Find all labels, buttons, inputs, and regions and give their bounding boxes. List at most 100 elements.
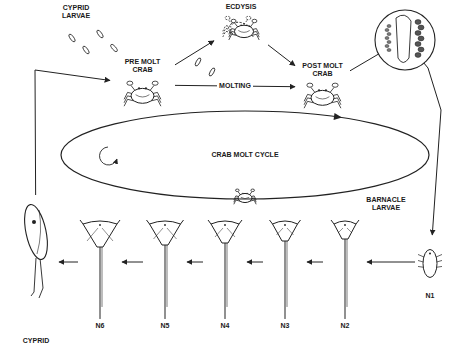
larva-stage-node: N2: [323, 215, 367, 330]
nauplius-tail: [100, 247, 101, 319]
inset-egg-mass: [387, 40, 391, 43]
cyprid-larva-symbol: [110, 43, 119, 52]
crab-figure: [234, 189, 256, 204]
larva-stage-node: N6: [78, 215, 122, 330]
nauplius-horn: [356, 220, 359, 224]
cycle-ellipse: [61, 111, 429, 199]
node-label: N2: [341, 322, 350, 330]
nauplius-horn: [147, 220, 150, 224]
nauplius-figure: [270, 220, 301, 319]
flow-arrow: [122, 262, 143, 263]
nauplius-figure: [147, 220, 184, 319]
crab-eye: [246, 193, 247, 194]
cyprid-shell: [20, 203, 51, 262]
crab-carapace: [131, 88, 154, 103]
node-outline: [415, 235, 445, 300]
cyprid-larva-symbol: [194, 57, 202, 67]
inset-egg-mass: [387, 24, 391, 27]
carapace-line: [136, 95, 150, 97]
nauplius-limb: [87, 228, 98, 241]
larva-stage-node: N3: [263, 215, 307, 330]
node-outline: [13, 195, 59, 345]
nauplius-eye: [224, 224, 226, 226]
nauplius-figure: [331, 220, 359, 319]
nauplius-horn: [181, 220, 184, 224]
node-outline: [323, 215, 367, 330]
nauplius-eye: [284, 224, 286, 226]
molted-shell: [223, 16, 253, 37]
nauplius-shield: [334, 221, 356, 239]
inset-egg-mass: [418, 47, 424, 52]
flow-arrow: [187, 262, 203, 263]
nauplius-tail: [165, 245, 166, 319]
nauplius-eye: [99, 224, 101, 226]
flow-arrow: [35, 70, 110, 195]
node-label: POST MOLT CRAB: [302, 62, 344, 78]
nauplius-shield: [273, 221, 298, 241]
nauplius-figure: [80, 220, 120, 319]
larva-stage-node: N1: [415, 235, 445, 300]
crab-figure-node: PRE MOLT CRAB: [110, 58, 175, 112]
nauplius-limb: [102, 228, 113, 241]
cyprid-node: CYPRID: [13, 195, 59, 345]
flow-arrow: [59, 262, 78, 263]
nauplius-spine: [287, 239, 288, 307]
crab-carapace: [238, 193, 252, 202]
nauplius-tail: [285, 241, 286, 319]
crab-figure-node: POST MOLT CRAB: [295, 62, 350, 112]
node-label: N4: [221, 322, 230, 330]
inset-egg-mass: [415, 53, 421, 58]
nauplius-spine: [347, 237, 348, 307]
nauplius-horn: [239, 220, 242, 224]
nauplius-tail: [225, 243, 226, 319]
cyprid-hinge: [37, 210, 41, 254]
crab-claw: [235, 189, 239, 192]
cyprid-antennule: [31, 258, 36, 296]
nauplius-limb: [287, 228, 294, 235]
flow-arrow: [268, 45, 295, 66]
cyprid-eye: [32, 220, 36, 224]
node-label: N6: [96, 322, 105, 330]
edge-label: MOLTING: [217, 82, 253, 90]
flow-arrow: [367, 262, 415, 263]
crab-carapace: [311, 90, 334, 105]
node-label: N5: [161, 322, 170, 330]
inset-egg-mass: [387, 48, 391, 51]
node-label: CRAB MOLT CYCLE: [211, 151, 278, 159]
larva-stage-node: N5: [143, 215, 187, 330]
crab-claw: [231, 19, 236, 22]
nauplius-figure: [208, 220, 242, 319]
nauplius-tail: [345, 239, 346, 319]
cyprid-larva-symbol: [96, 29, 104, 38]
inset-egg-mass: [418, 36, 424, 41]
node-outline: [78, 215, 122, 330]
crab-figure: [229, 19, 259, 40]
crab-eye: [138, 87, 140, 89]
crab-claw: [246, 16, 251, 19]
nauplius-limb: [167, 228, 177, 239]
inset-egg-mass: [385, 28, 389, 31]
edge-label: BARNACLE LARVAE: [355, 196, 417, 212]
crab-claw: [307, 83, 313, 87]
flow-arrow: [307, 262, 323, 263]
nauplius-shield: [211, 221, 239, 243]
nauplius-horn: [208, 220, 211, 224]
inset-egg-mass: [385, 36, 389, 39]
inset-barnacle-body: [396, 15, 411, 62]
nauplius-limb: [338, 228, 343, 233]
inset-egg-mass: [415, 31, 421, 36]
nauplius-eye: [344, 224, 346, 226]
crab-claw: [225, 16, 230, 19]
cyprid-larva-symbol: [82, 45, 90, 54]
nauplius-horn: [117, 220, 120, 224]
nauplius-horn: [331, 220, 334, 224]
nauplius-horn: [298, 220, 301, 224]
crab-eye: [242, 193, 243, 194]
crab-claw: [251, 189, 255, 192]
node-label: N1: [426, 292, 435, 300]
cycle-direction-arrow: [334, 113, 342, 120]
crab-carapace: [235, 25, 254, 37]
nauplius-horn: [270, 220, 273, 224]
